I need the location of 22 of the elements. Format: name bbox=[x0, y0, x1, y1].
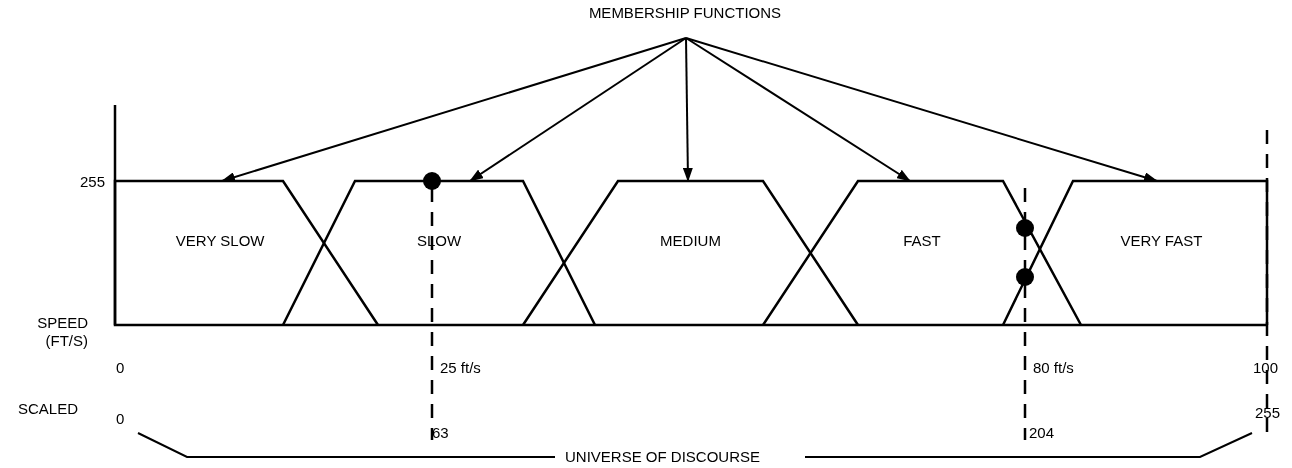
speed-value: 25 ft/s bbox=[440, 359, 481, 377]
axis-value: 255 bbox=[80, 173, 106, 191]
axis-value: 0 bbox=[116, 410, 125, 428]
arrow bbox=[682, 37, 693, 182]
axis-value: 0 bbox=[116, 359, 125, 377]
membership-function-label: MEDIUM bbox=[659, 231, 722, 250]
axis-value: 100 bbox=[1253, 359, 1279, 377]
arrow bbox=[221, 37, 687, 182]
speed-value: 80 ft/s bbox=[1033, 359, 1074, 377]
scaled-value: 204 bbox=[1029, 424, 1055, 442]
membership-function-label: VERY SLOW bbox=[175, 231, 266, 250]
membership-function-label: FAST bbox=[902, 231, 942, 250]
bracket-label: UNIVERSE OF DISCOURSE bbox=[565, 448, 761, 466]
arrow bbox=[469, 37, 687, 182]
arrow bbox=[685, 37, 1158, 182]
axis-value: 255 bbox=[1255, 404, 1281, 422]
membership-function-label: VERY FAST bbox=[1119, 231, 1204, 250]
axis-title: SPEED (FT/S) bbox=[36, 314, 88, 350]
scaled-value: 63 bbox=[432, 424, 449, 442]
axis-title: SCALED bbox=[18, 400, 79, 418]
arrow bbox=[685, 37, 911, 182]
callout-text: MEMBERSHIP FUNCTIONS bbox=[560, 4, 810, 21]
